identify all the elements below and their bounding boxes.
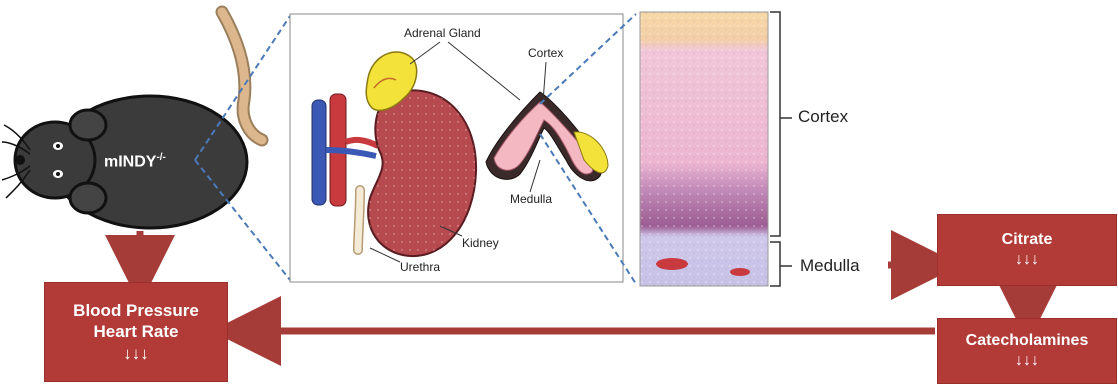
cortex-label: Cortex bbox=[798, 107, 848, 127]
cortex-small-label: Cortex bbox=[528, 46, 563, 60]
mouse-label-superscript: -/- bbox=[156, 152, 165, 163]
medulla-bracket bbox=[770, 242, 792, 286]
catecholamines-box: Catecholamines ↓↓↓ bbox=[937, 318, 1117, 384]
medulla-label: Medulla bbox=[800, 256, 860, 276]
heart-rate-text: Heart Rate bbox=[93, 321, 178, 342]
catecholamines-text: Catecholamines bbox=[966, 331, 1089, 351]
blood-pressure-text: Blood Pressure bbox=[73, 300, 199, 321]
mouse-genotype-label: mINDY-/- bbox=[104, 152, 166, 171]
adrenal-gland-label: Adrenal Gland bbox=[404, 26, 481, 40]
mouse-label-text: mINDY bbox=[104, 153, 156, 170]
medulla-small-label: Medulla bbox=[510, 192, 552, 206]
blood-pressure-box: Blood Pressure Heart Rate ↓↓↓ bbox=[44, 282, 228, 382]
citrate-text: Citrate bbox=[1002, 230, 1053, 250]
citrate-arrows: ↓↓↓ bbox=[1015, 250, 1039, 270]
cortex-bracket bbox=[770, 12, 792, 236]
blood-pressure-arrows: ↓↓↓ bbox=[123, 343, 149, 364]
citrate-box: Citrate ↓↓↓ bbox=[937, 214, 1117, 286]
urethra-label: Urethra bbox=[400, 260, 440, 274]
kidney-label: Kidney bbox=[462, 236, 499, 250]
catecholamines-arrows: ↓↓↓ bbox=[1015, 351, 1039, 371]
